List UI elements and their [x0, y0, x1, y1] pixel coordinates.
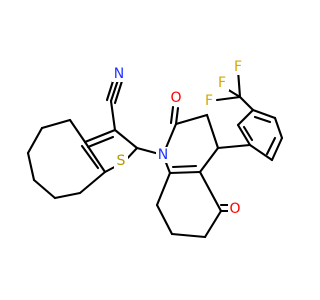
- bond: [215, 95, 242, 102]
- atom-label-f: F: [218, 75, 226, 91]
- atom-f-upper-left: F: [216, 75, 229, 91]
- bond: [216, 143, 252, 150]
- atom-label-n: N: [158, 147, 168, 163]
- atom-label-o: O: [170, 90, 181, 106]
- atom-n-nitrile: N: [112, 66, 126, 82]
- bond: [155, 171, 172, 207]
- atom-label-f: F: [234, 59, 242, 75]
- bond: [168, 170, 202, 175]
- bond: [83, 140, 107, 174]
- bond-triple-nitrile: [109, 78, 120, 103]
- bond: [198, 170, 223, 213]
- bonds: [26, 68, 284, 239]
- bond: [68, 118, 87, 144]
- bond: [270, 136, 284, 162]
- bond: [32, 178, 57, 200]
- bond: [248, 143, 274, 162]
- bond-double-inner: [253, 115, 272, 124]
- bond: [109, 99, 117, 132]
- bond-double-inner: [80, 144, 100, 170]
- atom-label-s: S: [117, 153, 126, 169]
- bond-double-inner: [242, 125, 254, 142]
- bond: [174, 113, 209, 126]
- bond: [78, 170, 107, 195]
- atom-n-ring: N: [156, 147, 170, 163]
- atom-f-left: F: [202, 93, 215, 109]
- atom-o-bottom: O: [228, 201, 242, 217]
- structure-diagram: N S N O O F F F: [26, 59, 284, 239]
- bond: [26, 126, 44, 155]
- bond-double-carbonyl: [169, 105, 175, 125]
- bond: [155, 203, 174, 236]
- bond: [83, 128, 117, 144]
- bond: [273, 116, 284, 140]
- bond-double-inner: [86, 135, 115, 149]
- bond: [170, 232, 207, 239]
- bond-triple-nitrile: [113, 79, 124, 105]
- bond: [236, 123, 252, 147]
- bond: [26, 151, 36, 182]
- bond: [238, 95, 255, 112]
- atom-label-f: F: [205, 93, 213, 109]
- bond-double-inner: [171, 164, 198, 169]
- atom-label-o: O: [229, 201, 240, 217]
- atom-s: S: [114, 153, 128, 169]
- bond: [203, 209, 223, 239]
- bond: [236, 108, 255, 127]
- bond: [205, 113, 220, 150]
- bond-double-carbonyl: [174, 106, 180, 126]
- molecule-canvas: N S N O O F F F: [26, 59, 284, 239]
- bond: [40, 118, 72, 130]
- bond: [251, 108, 277, 120]
- atom-o-top: O: [169, 90, 183, 106]
- bond: [113, 128, 139, 150]
- bond: [198, 146, 220, 174]
- bond: [53, 191, 82, 200]
- atom-f-top: F: [232, 59, 245, 75]
- atom-label-n: N: [114, 66, 124, 82]
- bond-double-inner: [265, 136, 277, 156]
- atom-labels: N S N O O F F F: [112, 59, 245, 217]
